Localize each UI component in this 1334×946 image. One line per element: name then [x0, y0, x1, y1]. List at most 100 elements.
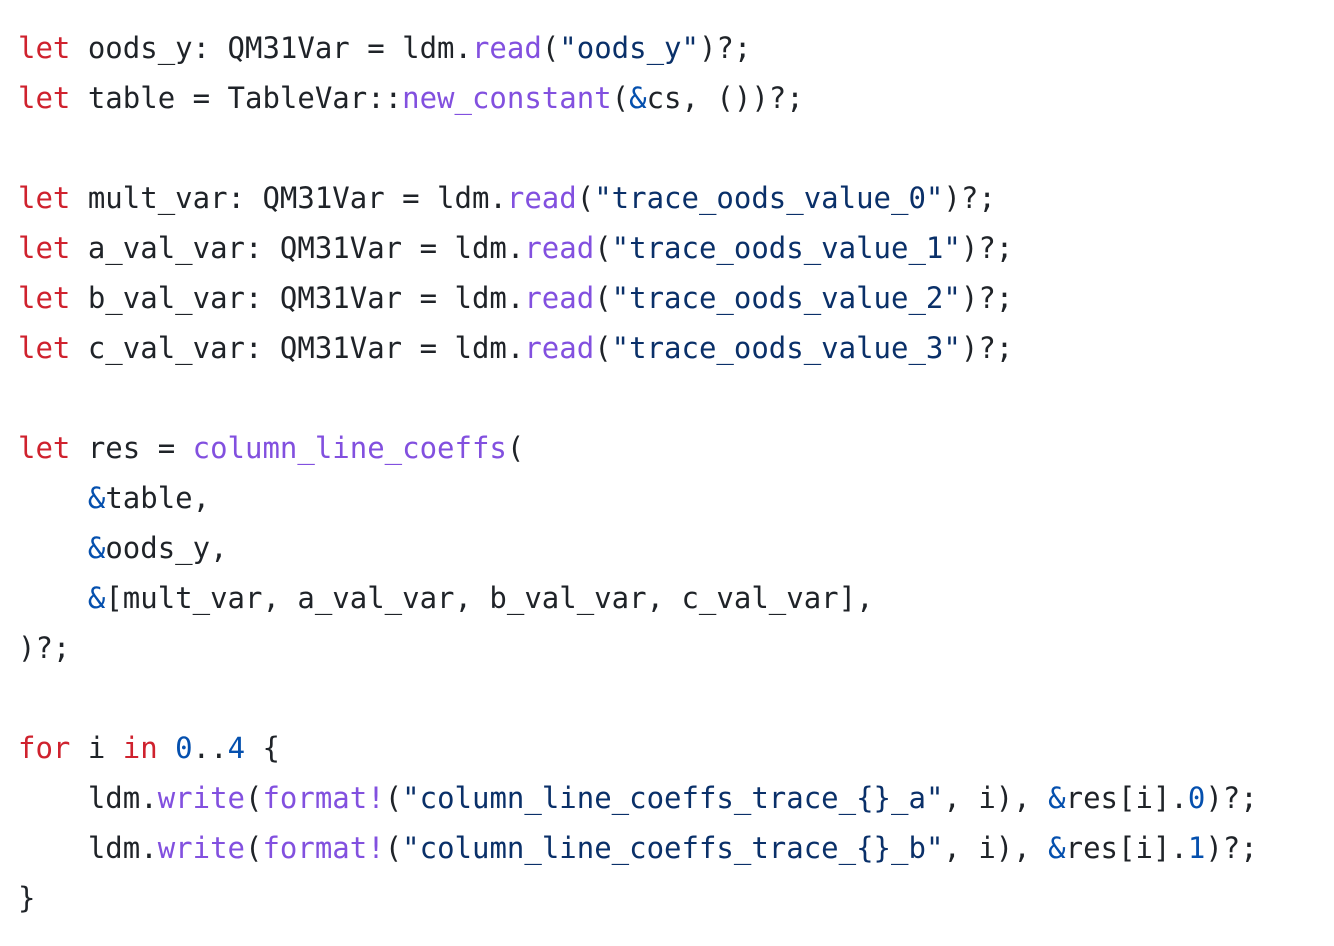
code-token: cs, ())?; [646, 81, 804, 115]
code-line: let res = column_line_coeffs( [18, 423, 1258, 473]
code-line: &table, [18, 473, 1258, 523]
code-token: ( [245, 831, 263, 865]
code-token: oods_y: QM31Var = ldm. [70, 31, 472, 65]
code-token: i [70, 731, 123, 765]
keyword-token: let [18, 31, 71, 65]
string-token: "column_line_coeffs_trace_{}_b" [402, 831, 944, 865]
code-token: [mult_var, a_val_var, b_val_var, c_val_v… [105, 581, 874, 615]
code-token: mult_var: QM31Var = ldm. [70, 181, 507, 215]
operator-token: & [87, 531, 106, 565]
keyword-token: let [18, 331, 71, 365]
code-line: let table = TableVar::new_constant(&cs, … [18, 73, 1258, 123]
keyword-token: let [18, 181, 71, 215]
code-token: res[i]. [1065, 781, 1188, 815]
code-token: a_val_var: QM31Var = ldm. [70, 231, 525, 265]
function-token: write [157, 831, 245, 865]
number-token: 4 [227, 731, 246, 765]
code-token: ( [541, 31, 560, 65]
code-line: let a_val_var: QM31Var = ldm.read("trace… [18, 223, 1258, 273]
code-line: ldm.write(format!("column_line_coeffs_tr… [18, 773, 1258, 823]
code-line: &[mult_var, a_val_var, b_val_var, c_val_… [18, 573, 1258, 623]
code-token: res = [70, 431, 193, 465]
string-token: "trace_oods_value_2" [611, 281, 961, 315]
code-token [18, 581, 88, 615]
string-token: "oods_y" [559, 31, 699, 65]
code-token: table, [105, 481, 211, 515]
code-token: oods_y, [105, 531, 228, 565]
code-token: )?; [1205, 831, 1258, 865]
code-token: ( [384, 781, 403, 815]
code-line: ldm.write(format!("column_line_coeffs_tr… [18, 823, 1258, 873]
function-token: read [506, 181, 577, 215]
function-token: column_line_coeffs [192, 431, 507, 465]
function-token: format! [262, 781, 385, 815]
code-token: { [245, 731, 280, 765]
code-token: )?; [18, 631, 71, 665]
code-token: )?; [1205, 781, 1258, 815]
code-token: ( [576, 181, 595, 215]
string-token: "trace_oods_value_1" [611, 231, 961, 265]
string-token: "trace_oods_value_0" [594, 181, 944, 215]
code-line [18, 373, 1258, 423]
string-token: "trace_oods_value_3" [611, 331, 961, 365]
function-token: new_constant [402, 81, 612, 115]
function-token: read [524, 231, 595, 265]
code-token: } [18, 881, 36, 915]
function-token: format! [262, 831, 385, 865]
code-token: ( [245, 781, 263, 815]
code-token: c_val_var: QM31Var = ldm. [70, 331, 525, 365]
keyword-token: let [18, 431, 71, 465]
code-line [18, 673, 1258, 723]
code-line: &oods_y, [18, 523, 1258, 573]
function-token: read [524, 281, 595, 315]
code-token: res[i]. [1065, 831, 1188, 865]
function-token: read [471, 31, 542, 65]
code-token: )?; [943, 181, 996, 215]
code-token: ( [594, 231, 612, 265]
number-token: 0 [1187, 781, 1206, 815]
operator-token: & [1048, 781, 1066, 815]
operator-token: & [87, 481, 106, 515]
code-token [158, 731, 175, 765]
operator-token: & [87, 581, 106, 615]
code-line: for i in 0..4 { [18, 723, 1258, 773]
code-token: )?; [960, 281, 1014, 315]
operator-token: & [629, 81, 647, 115]
code-token: , i), [943, 831, 1049, 865]
code-token: b_val_var: QM31Var = ldm. [70, 281, 525, 315]
code-token: , i), [943, 781, 1049, 815]
code-line: } [18, 873, 1258, 923]
keyword-token: let [18, 81, 71, 115]
function-token: write [157, 781, 245, 815]
code-token [18, 481, 88, 515]
code-token: ( [594, 331, 612, 365]
code-token: ( [594, 281, 612, 315]
keyword-token: let [18, 281, 71, 315]
code-line [18, 123, 1258, 173]
code-line: let c_val_var: QM31Var = ldm.read("trace… [18, 323, 1258, 373]
string-token: "column_line_coeffs_trace_{}_a" [402, 781, 944, 815]
number-token: 1 [1187, 831, 1206, 865]
code-token: )?; [960, 231, 1014, 265]
keyword-token: in [122, 731, 158, 765]
function-token: read [524, 331, 595, 365]
code-line: )?; [18, 623, 1258, 673]
code-token: )?; [960, 331, 1014, 365]
code-line: let mult_var: QM31Var = ldm.read("trace_… [18, 173, 1258, 223]
keyword-token: for [18, 731, 71, 765]
code-line: let b_val_var: QM31Var = ldm.read("trace… [18, 273, 1258, 323]
code-token: )?; [698, 31, 752, 65]
number-token: 0 [175, 731, 193, 765]
code-token: ldm. [18, 831, 158, 865]
code-token: .. [192, 731, 228, 765]
code-token: ( [384, 831, 403, 865]
code-line: let oods_y: QM31Var = ldm.read("oods_y")… [18, 23, 1258, 73]
code-token: table = TableVar:: [70, 81, 403, 115]
keyword-token: let [18, 231, 71, 265]
code-token: ( [506, 431, 525, 465]
code-token: ldm. [18, 781, 158, 815]
code-token: ( [611, 81, 630, 115]
operator-token: & [1048, 831, 1066, 865]
code-token [18, 531, 88, 565]
code-block: let oods_y: QM31Var = ldm.read("oods_y")… [18, 23, 1258, 923]
